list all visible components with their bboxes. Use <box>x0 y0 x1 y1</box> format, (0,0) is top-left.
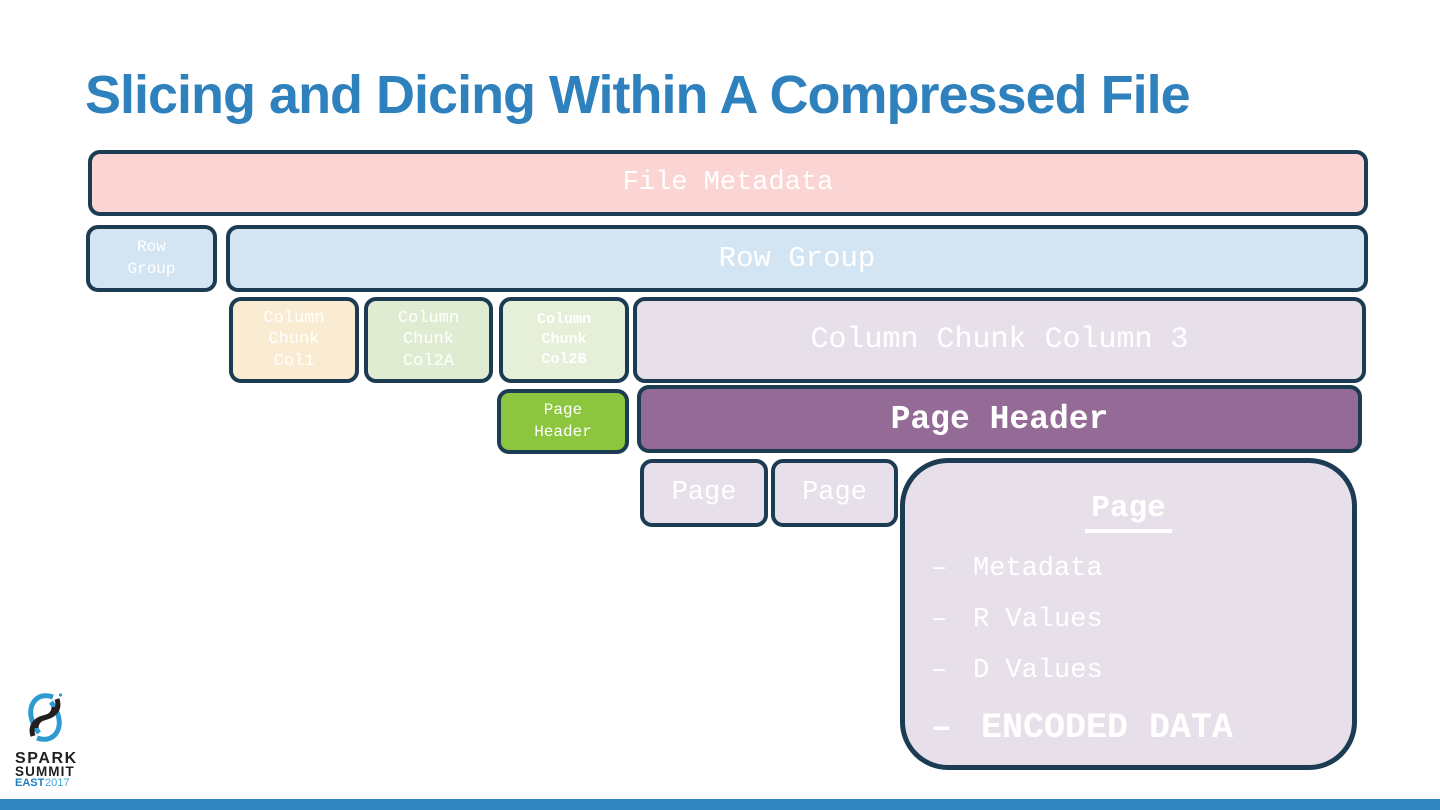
page-detail-item-label: R Values <box>973 605 1103 635</box>
row-group-wide-label: Row Group <box>718 242 876 275</box>
page-detail-title: Page <box>1085 491 1172 533</box>
file-metadata-label: File Metadata <box>622 168 834 198</box>
page-box-1-label: Page <box>671 478 737 508</box>
page-detail-item-encoded-data: – ENCODED DATA <box>931 708 1326 748</box>
page-detail-item-label: Metadata <box>973 554 1103 584</box>
row-group-small-label: Row Group <box>127 237 176 278</box>
page-detail-box: Page – Metadata – R Values – D Values – … <box>900 458 1357 770</box>
file-metadata-box: File Metadata <box>88 150 1368 216</box>
page-header-wide-label: Page Header <box>890 400 1109 438</box>
dash-bullet: – <box>931 605 948 635</box>
page-detail-item-metadata: – Metadata <box>931 554 1326 584</box>
logo-text-year: 2017 <box>45 777 70 789</box>
page-box-2-label: Page <box>802 478 867 508</box>
row-group-wide-box: Row Group <box>226 225 1368 292</box>
column-chunk-col1-label: Column Chunk Col1 <box>263 309 325 371</box>
page-detail-item-r-values: – R Values <box>931 605 1326 635</box>
page-header-small-box: Page Header <box>497 389 629 454</box>
page-box-2: Page <box>771 459 898 527</box>
logo-text-spark: SPARK <box>15 750 78 767</box>
dash-bullet: – <box>931 656 948 686</box>
row-group-small-box: Row Group <box>86 225 217 292</box>
column-chunk-col2b-label: Column Chunk Col2B <box>536 310 591 369</box>
logo-text-summit: SUMMIT <box>15 764 75 779</box>
page-header-wide-box: Page Header <box>637 385 1362 453</box>
page-detail-item-label: ENCODED DATA <box>981 708 1234 748</box>
page-detail-item-d-values: – D Values <box>931 656 1326 686</box>
page-detail-item-label: D Values <box>973 656 1103 686</box>
column-chunk-col2a-box: Column Chunk Col2A <box>364 297 493 383</box>
page-detail-title-row: Page <box>931 491 1326 533</box>
column-chunk-col3-label: Column Chunk Column 3 <box>810 323 1189 357</box>
logo-text-east: EAST <box>15 777 45 789</box>
footer-accent-bar <box>0 799 1440 810</box>
slide-title: Slicing and Dicing Within A Compressed F… <box>85 65 1191 125</box>
column-chunk-col2a-label: Column Chunk Col2A <box>397 309 460 371</box>
dash-bullet: – <box>931 708 953 748</box>
page-header-small-label: Page Header <box>534 400 592 441</box>
page-box-1: Page <box>640 459 768 527</box>
column-chunk-col1-box: Column Chunk Col1 <box>229 297 359 383</box>
column-chunk-col3-box: Column Chunk Column 3 <box>633 297 1366 383</box>
spark-summit-swirl-icon <box>28 693 63 742</box>
column-chunk-col2b-box: Column Chunk Col2B <box>499 297 629 383</box>
dash-bullet: – <box>931 554 948 584</box>
